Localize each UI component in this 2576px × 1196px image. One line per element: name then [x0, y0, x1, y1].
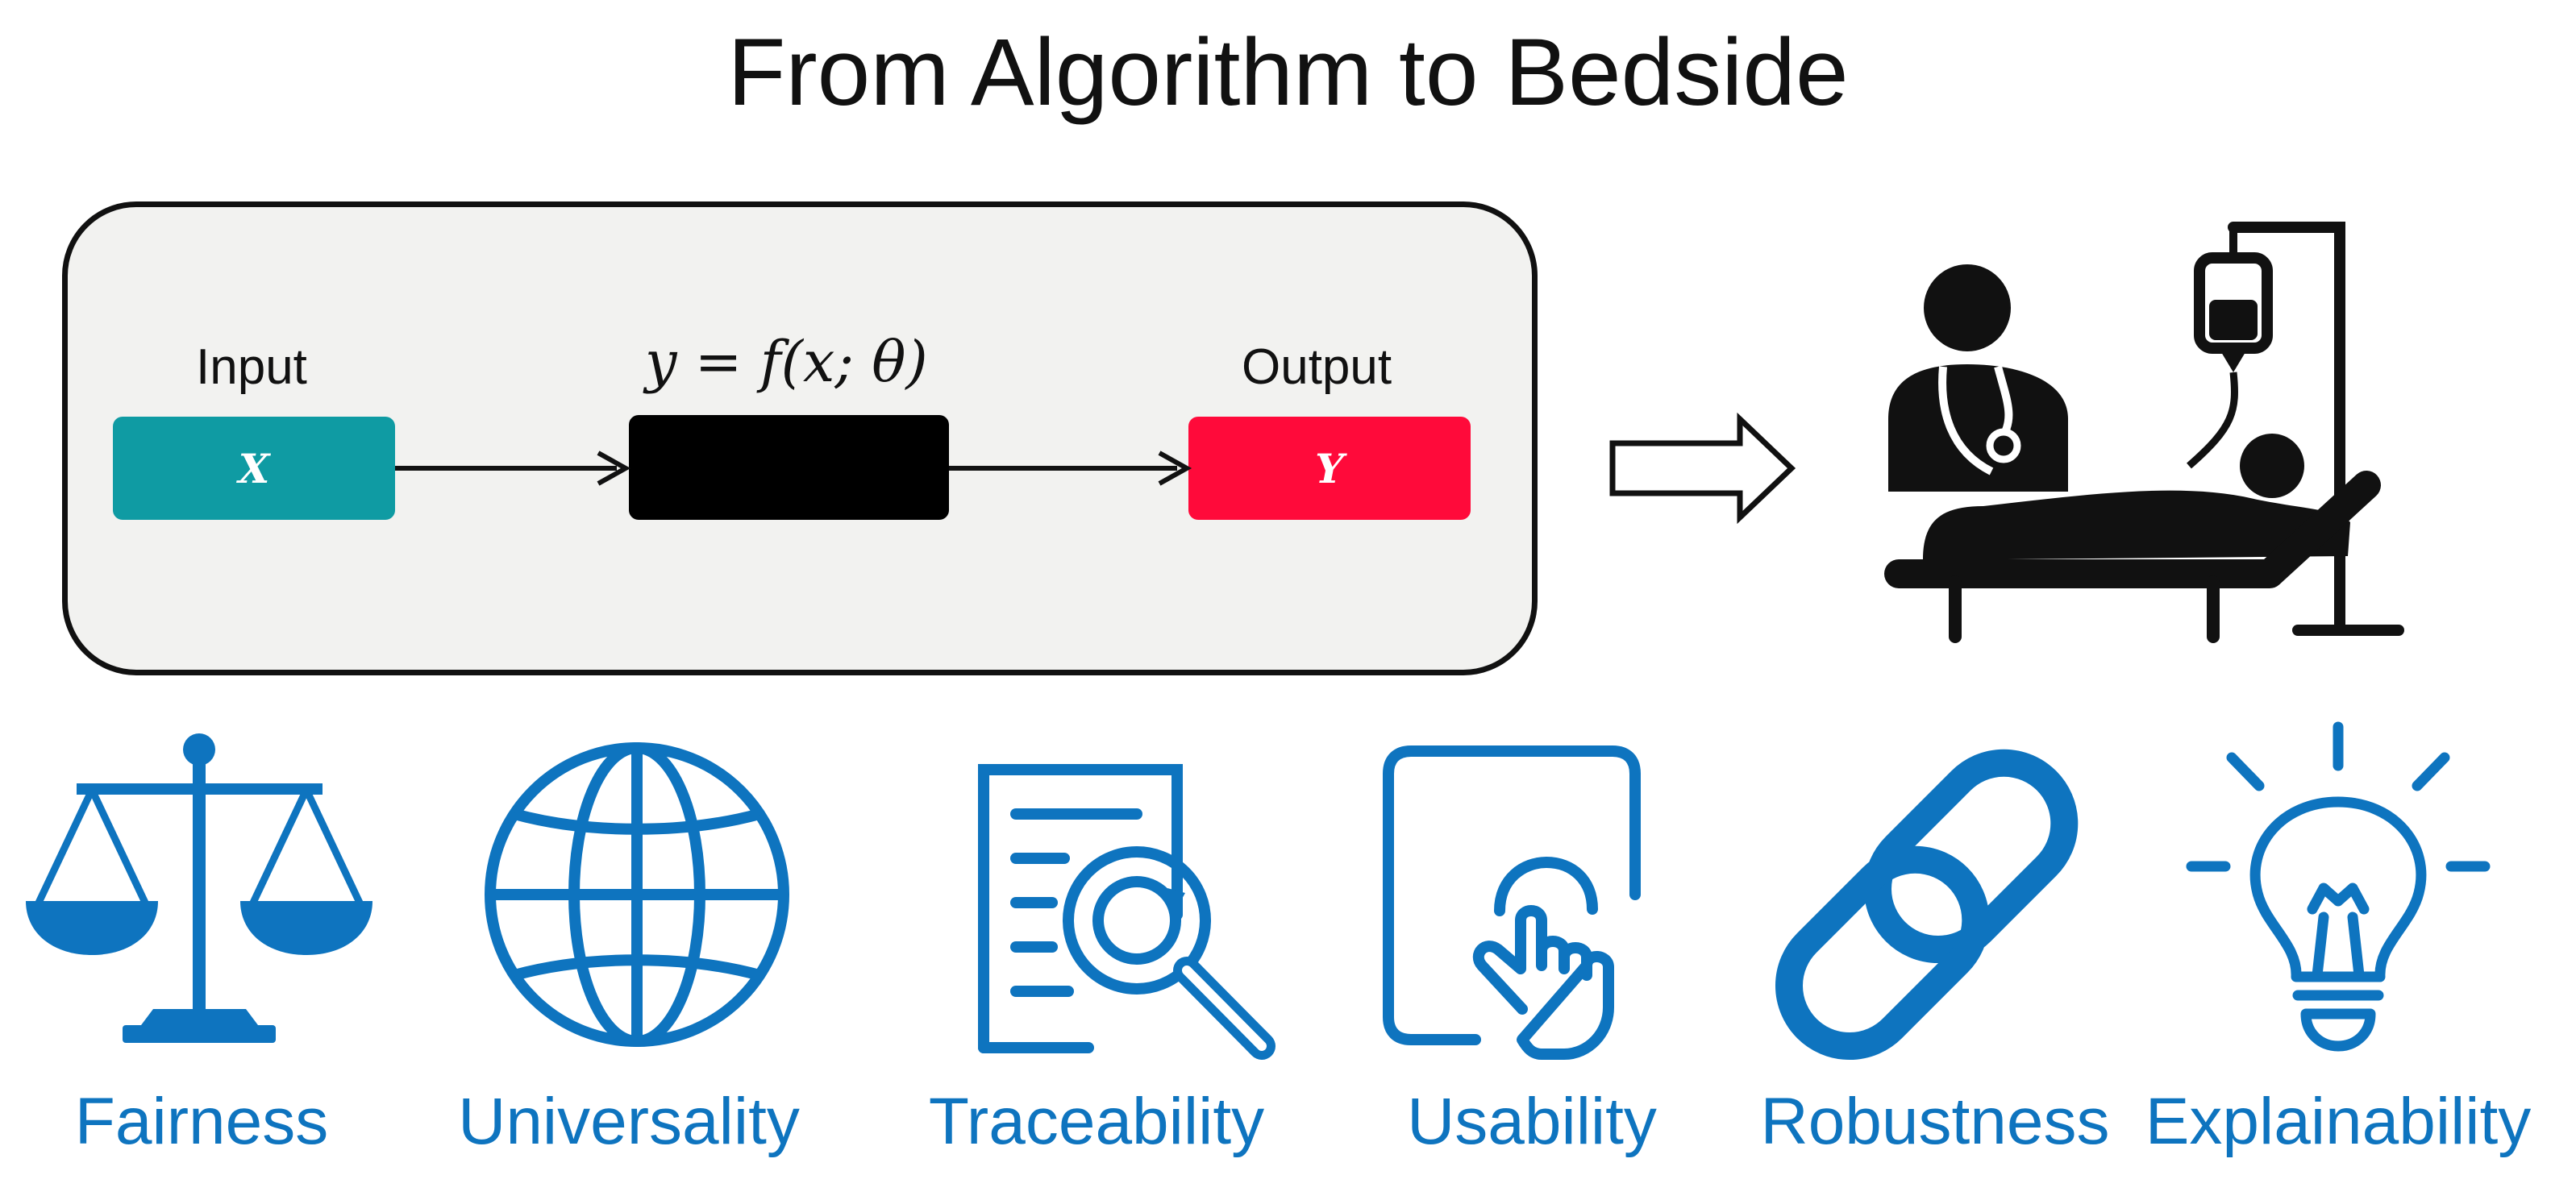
input-symbol: X — [238, 444, 270, 492]
property-label: Universality — [458, 1085, 800, 1158]
model-formula: y = f(x; θ) — [645, 329, 928, 395]
input-to-model-arrow — [395, 451, 631, 486]
globe-icon — [485, 742, 789, 1047]
input-node: X — [113, 417, 395, 520]
input-label: Input — [196, 339, 307, 395]
scales-icon — [26, 733, 372, 1043]
doctor-patient-bed-iv-icon — [1884, 222, 2404, 643]
model-to-output-arrow — [949, 451, 1192, 486]
property-label: Traceability — [928, 1085, 1265, 1158]
page-title: From Algorithm to Bedside — [727, 19, 1849, 126]
property-label: Robustness — [1760, 1085, 2110, 1158]
property-label: Usability — [1407, 1085, 1657, 1158]
property-label: Explainability — [2145, 1085, 2532, 1158]
model-black-box — [629, 415, 949, 520]
property-label: Fairness — [74, 1085, 329, 1158]
outline-right-arrow-icon — [1609, 412, 1796, 525]
output-symbol: Y — [1315, 444, 1344, 492]
chain-link-icon — [1775, 749, 2079, 1061]
output-label: Output — [1242, 339, 1392, 395]
tablet-touch-icon — [1383, 745, 1641, 1060]
document-magnifier-icon — [978, 764, 1276, 1060]
output-node: Y — [1188, 417, 1471, 520]
lightbulb-icon — [2186, 721, 2491, 1052]
